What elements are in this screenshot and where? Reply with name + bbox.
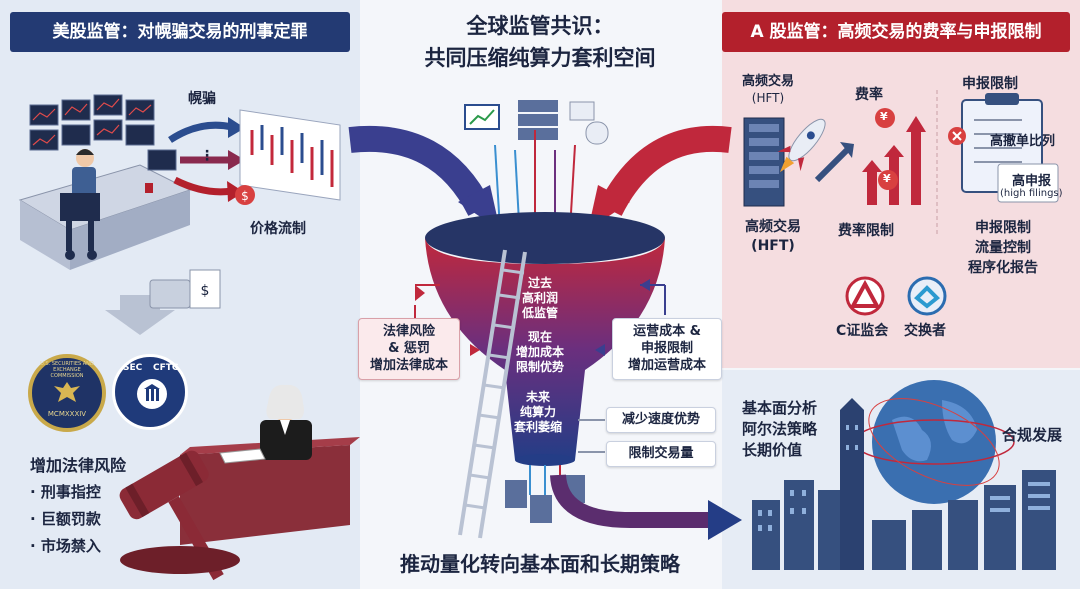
funnel-stage-now: 现在 增加成本 限制优势 xyxy=(505,330,575,375)
sec-seal-text: U.S. SECURITIES AND EXCHANGE COMMISSION xyxy=(40,361,94,379)
legal-risk-heading: 增加法律风险 xyxy=(30,456,127,475)
legal-risk-box-l3: 增加法律成本 xyxy=(369,358,448,373)
eagle-icon xyxy=(52,380,82,404)
hft-top-l1: 高频交易 xyxy=(741,74,794,89)
report-list: 申报限制 流量控制 程序化报告 xyxy=(958,218,1048,278)
hft-bottom-l1: 高频交易 xyxy=(745,219,801,235)
legal-risk-box-l1: 法律风险 xyxy=(382,324,435,339)
legal-risk-section: 增加法律风险 · 刑事指控 · 巨额罚款 · 市场禁入 xyxy=(30,452,190,560)
operating-cost-box-l1: 运营成本 & xyxy=(633,324,701,339)
funnel-stage-past: 过去 高利润 低监管 xyxy=(510,276,570,321)
funnel-past-l2: 高利润 xyxy=(521,291,558,305)
csrc-logo-icon xyxy=(843,276,887,316)
yen-coin-top-symbol: ¥ xyxy=(880,110,888,123)
funnel-stage-future: 未来 纯算力 套利萎缩 xyxy=(505,390,571,435)
report-limit-label: 申报限制 xyxy=(962,76,1018,92)
center-title-line1: 全球监管共识： xyxy=(466,14,614,38)
funnel-future-l3: 套利萎缩 xyxy=(513,420,562,434)
fee-limit-label: 费率限制 xyxy=(838,223,894,239)
strategy-alpha: 阿尔法策略 xyxy=(742,420,818,438)
funnel-now-l3: 限制优势 xyxy=(515,360,564,374)
funnel-past-l1: 过去 xyxy=(527,276,552,290)
city-globe-illustration xyxy=(752,380,1056,570)
report-list-l2: 流量控制 xyxy=(975,240,1031,256)
funnel-future-l2: 纯算力 xyxy=(519,405,556,419)
ellipsis-mark: ⋮ xyxy=(200,148,214,164)
report-list-l1: 申报限制 xyxy=(975,220,1031,236)
strategy-list: 基本面分析 阿尔法策略 长期价值 xyxy=(742,398,817,461)
strategy-long-term: 长期价值 xyxy=(742,441,803,459)
hft-bottom-label: 高频交易 (HFT) xyxy=(728,218,818,256)
operating-cost-box-l3: 增加运营成本 xyxy=(627,358,706,373)
bottom-title: 推动量化转向基本面和长期策略 xyxy=(400,552,680,576)
hft-bottom-l2: (HFT) xyxy=(751,238,795,254)
cftc-logo-text: CFTC xyxy=(153,363,179,373)
strategy-fundamental: 基本面分析 xyxy=(742,399,818,417)
hft-top-label: 高频交易 (HFT) xyxy=(728,73,808,107)
center-title-line2: 共同压缩纯算力套利空间 xyxy=(424,46,656,70)
spoofing-label: 幌骗 xyxy=(188,91,216,107)
cancel-ratio-label: 高撤单比列 xyxy=(990,134,1056,149)
risk-item-criminal: · 刑事指控 xyxy=(30,483,101,501)
operating-cost-box-l2: 申报限制 xyxy=(640,341,693,356)
a-panel-title: A 股监管：高频交易的费率与申报限制 xyxy=(722,12,1070,52)
us-panel-title: 美股监管：对幌骗交易的刑事定罪 xyxy=(10,12,350,52)
compliance-label: 合规发展 xyxy=(1002,426,1063,444)
funnel-future-l1: 未来 xyxy=(525,390,550,404)
hft-top-l2: (HFT) xyxy=(751,91,785,105)
fee-label: 费率 xyxy=(855,87,883,103)
svg-text:$: $ xyxy=(201,283,210,299)
exchange-label: 交换者 xyxy=(904,323,946,339)
legal-risk-box-l2: & 惩罚 xyxy=(388,341,430,356)
funnel-past-l3: 低监管 xyxy=(521,306,558,320)
funnel-now-l2: 增加成本 xyxy=(515,345,564,359)
speed-advantage-box: 减少速度优势 xyxy=(606,407,716,433)
volume-limit-box: 限制交易量 xyxy=(606,441,716,467)
funnel-diagram xyxy=(348,100,742,540)
risk-item-fines: · 巨额罚款 xyxy=(30,510,101,528)
high-report-label: 高申报 xyxy=(1012,174,1052,189)
building-icon xyxy=(137,379,167,409)
sec-seal-year: MCMXXXIV xyxy=(47,410,87,418)
report-list-l3: 程序化报告 xyxy=(968,260,1038,276)
a-share-illustration xyxy=(743,90,1059,235)
yen-coin-bottom-symbol: ¥ xyxy=(883,172,891,185)
legal-risk-box: 法律风险 & 惩罚 增加法律成本 xyxy=(358,318,460,380)
sec-logo-text: SEC xyxy=(123,363,143,373)
high-filings-label: (high filings) xyxy=(1000,188,1063,199)
svg-text:$: $ xyxy=(241,189,249,203)
judge-gavel-illustration xyxy=(119,384,360,581)
funnel-now-l1: 现在 xyxy=(527,330,552,344)
price-manipulation-label: 价格流制 xyxy=(250,221,306,237)
csrc-label: C证监会 xyxy=(836,323,889,339)
operating-cost-box: 运营成本 & 申报限制 增加运营成本 xyxy=(612,318,722,380)
sec-cftc-logo: SEC CFTC xyxy=(112,354,188,430)
exchange-logo-icon xyxy=(905,276,949,316)
risk-item-ban: · 市场禁入 xyxy=(30,537,101,555)
trading-desk-illustration: $ $ xyxy=(18,94,341,335)
sec-seal-logo: U.S. SECURITIES AND EXCHANGE COMMISSION … xyxy=(28,354,106,432)
